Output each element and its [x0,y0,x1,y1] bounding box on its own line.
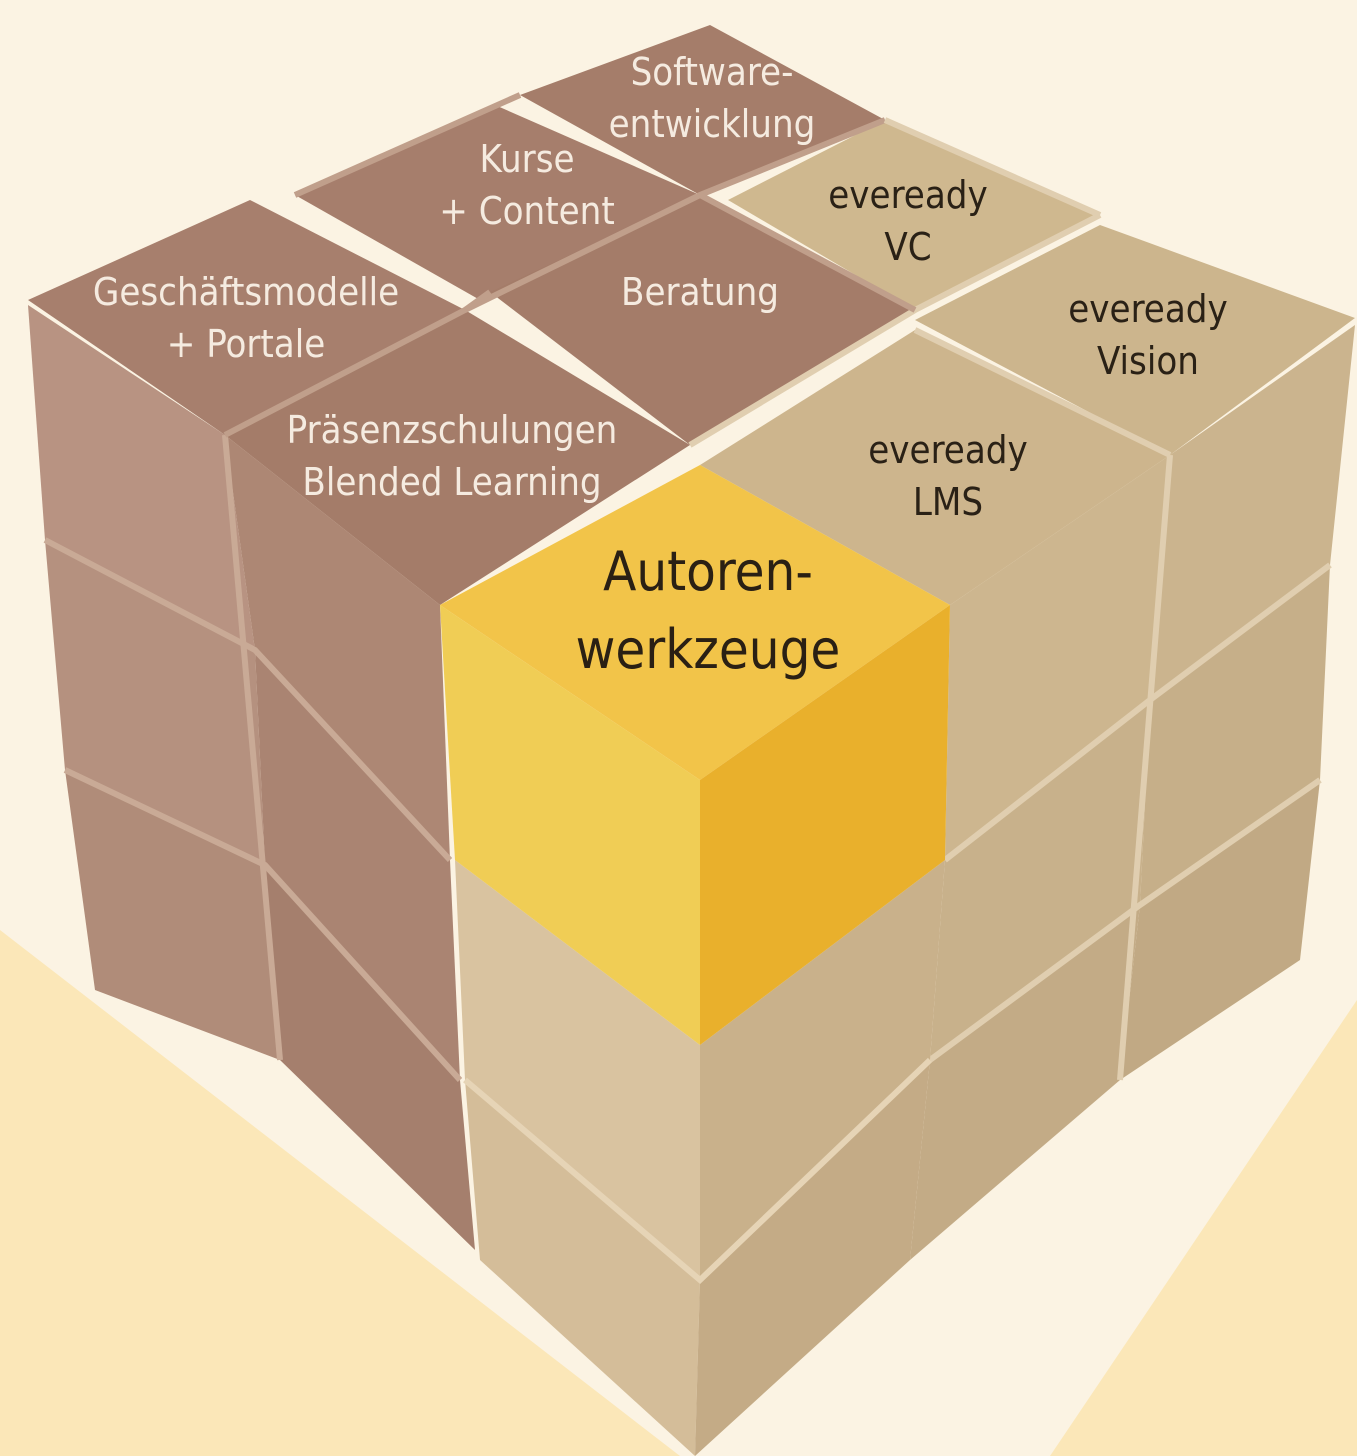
floor-shadow [0,930,680,1456]
autorenwerkzeuge-label: Autoren-werkzeuge [576,540,841,681]
top-face [28,25,1355,605]
beratung-label: Beratung [621,270,779,314]
praesenzschulungen-label-line: Blended Learning [302,460,601,504]
beratung-label-line: Beratung [621,270,779,314]
eveready-vision-label-line: Vision [1097,339,1199,383]
autorenwerkzeuge-label-line: Autoren- [603,540,813,603]
autorenwerkzeuge-cube [440,465,950,1045]
left-face [28,305,475,1250]
kurse-content-label-line: + Content [439,189,614,233]
eveready-lms-label-line: LMS [913,480,983,524]
geschaeftsmodelle-label: Geschäftsmodelle + Portale [93,270,399,366]
kurse-content-label-line: Kurse [479,137,574,181]
right-face [910,325,1355,1260]
geschaeftsmodelle-label-line: Geschäftsmodelle [93,270,399,314]
front-column [455,860,945,1456]
kurse-content-label: Kurse + Content [439,137,614,233]
softwareentwicklung-label-line: entwicklung [609,102,816,146]
praesenzschulungen-label-line: Präsenzschulungen [287,408,618,452]
eveready-lms-label-line: eveready [868,428,1027,472]
floor-shadow-right [1050,1000,1357,1456]
eveready-vc-label-line: eveready [828,173,987,217]
eveready-vc-label-line: VC [884,225,931,269]
eveready-vision-label-line: eveready [1068,287,1227,331]
geschaeftsmodelle-label-line: + Portale [167,322,326,366]
autorenwerkzeuge-label-line: werkzeuge [576,618,841,681]
softwareentwicklung-label: Software-entwicklung [609,50,816,146]
softwareentwicklung-label-line: Software- [631,50,794,94]
